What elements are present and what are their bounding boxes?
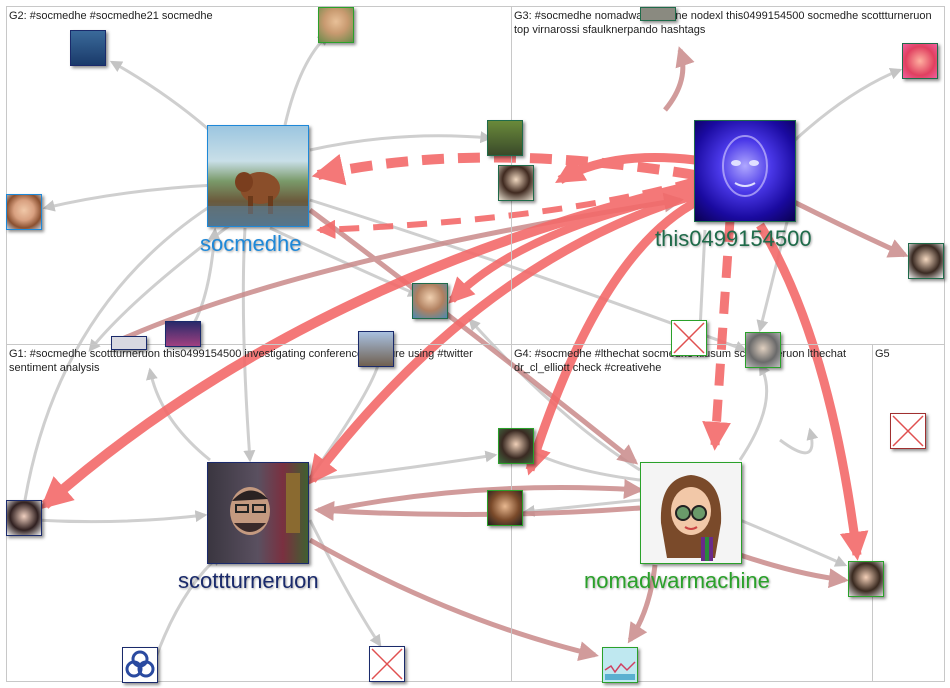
node-chart-thumb-g4[interactable] — [602, 647, 638, 683]
node-avatar-g1-a[interactable] — [165, 321, 201, 347]
node-avatar-g1-c[interactable] — [358, 331, 394, 367]
node-label-nomadwarmachine: nomadwarmachine — [584, 568, 770, 593]
node-avatar-g2-d[interactable] — [412, 283, 448, 319]
node-avatar-g4-a[interactable] — [745, 332, 781, 368]
group-label-g2: G2: #socmedhe #socmedhe21 socmedhe — [9, 10, 213, 22]
node-missing-image-g4[interactable] — [671, 320, 707, 356]
face-image — [722, 135, 768, 197]
man-portrait-image — [230, 473, 300, 535]
node-avatar-g3-a[interactable] — [487, 120, 523, 156]
highland-cow-image — [208, 172, 308, 226]
broken-image-icon — [892, 415, 924, 447]
node-label-scottturneruon: scottturneruon — [178, 568, 319, 593]
brown-edges — [118, 46, 909, 661]
node-avatar-g2-b[interactable] — [318, 7, 354, 43]
group-label-g5: G5 — [875, 348, 890, 360]
node-avatar-g1-b[interactable] — [111, 336, 147, 350]
broken-image-icon — [673, 322, 705, 354]
node-avatar-socmedhe[interactable] — [207, 125, 309, 227]
node-avatar-g3-e[interactable] — [908, 243, 944, 279]
node-avatar-nomadwarmachine[interactable] — [640, 462, 742, 564]
node-avatar-this0499154500[interactable] — [694, 120, 796, 222]
group-label-g3: G3: #socmedhe nomadwarmachine nodexl thi… — [514, 10, 932, 36]
node-avatar-g3-d[interactable] — [902, 43, 938, 79]
node-avatar-g4-c[interactable] — [487, 490, 523, 526]
cartoon-avatar-image — [660, 475, 722, 561]
node-avatar-scottturneruon[interactable] — [207, 462, 309, 564]
node-avatar-g3-c[interactable] — [640, 7, 676, 21]
trefoil-logo-icon — [125, 650, 155, 678]
node-avatar-g3-b[interactable] — [498, 165, 534, 201]
node-avatar-g2-a[interactable] — [70, 30, 106, 66]
node-avatar-g2-c[interactable] — [6, 194, 42, 230]
group-box-g5 — [872, 344, 945, 682]
node-avatar-g4-d[interactable] — [848, 561, 884, 597]
group-label-g1: G1: #socmedhe scottturneruon this0499154… — [9, 348, 473, 374]
node-missing-image-g1[interactable] — [369, 646, 405, 682]
broken-image-icon — [371, 648, 403, 680]
node-logo-g1[interactable] — [122, 647, 158, 683]
node-label-socmedhe: socmedhe — [200, 231, 302, 256]
red-edges — [40, 152, 869, 561]
sparkline-icon — [604, 661, 636, 680]
node-avatar-g4-b[interactable] — [498, 428, 534, 464]
node-missing-image-g5[interactable] — [890, 413, 926, 449]
node-avatar-g1-d[interactable] — [6, 500, 42, 536]
node-label-this0499154500: this0499154500 — [655, 226, 812, 251]
